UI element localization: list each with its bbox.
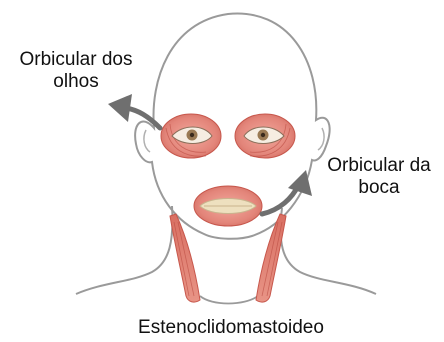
neck-left-line <box>76 206 172 294</box>
label-orbicular-da-boca: Orbicular da boca <box>318 155 440 199</box>
collar-line <box>200 296 258 304</box>
neck-right-line <box>281 208 376 294</box>
label-eyes-line1: Orbicular dos <box>6 49 146 71</box>
right-pupil <box>261 133 265 137</box>
label-eyes-line2: olhos <box>6 71 146 93</box>
label-mouth-line2: boca <box>318 177 440 199</box>
label-neck: Estenoclidomastoideo <box>118 317 344 339</box>
left-pupil <box>190 133 194 137</box>
label-estenoclidomastoideo: Estenoclidomastoideo <box>118 317 344 339</box>
arrow-to-eyes-label <box>108 94 160 128</box>
label-orbicular-dos-olhos: Orbicular dos olhos <box>6 49 146 93</box>
label-mouth-line1: Orbicular da <box>318 155 440 177</box>
